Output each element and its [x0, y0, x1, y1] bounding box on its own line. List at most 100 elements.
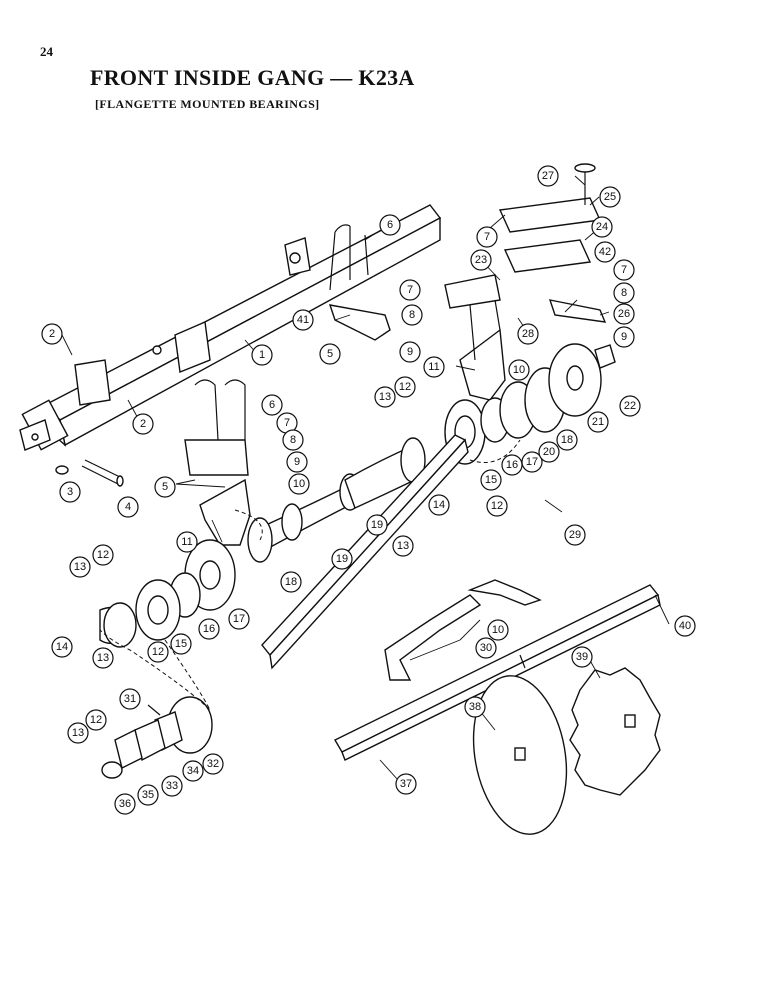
left-hanger-bracket: [184, 379, 251, 546]
svg-text:12: 12: [491, 500, 503, 512]
callout-21: 21: [587, 411, 609, 433]
callout-15b: 15: [170, 633, 192, 655]
callout-13b: 13: [392, 535, 414, 557]
svg-text:2: 2: [140, 418, 146, 430]
callout-9c: 9: [286, 451, 308, 473]
callout-18b: 18: [280, 571, 302, 593]
svg-text:33: 33: [166, 780, 178, 792]
callout-14a: 14: [428, 494, 450, 516]
callout-14b: 14: [51, 636, 73, 658]
svg-text:39: 39: [576, 651, 588, 663]
svg-text:29: 29: [569, 529, 581, 541]
svg-text:12: 12: [90, 714, 102, 726]
callout-12a: 12: [394, 376, 416, 398]
callout-4: 4: [117, 496, 139, 518]
callout-7c: 7: [613, 259, 635, 281]
svg-text:32: 32: [207, 758, 219, 770]
callout-27: 27: [537, 165, 559, 187]
svg-text:6: 6: [269, 399, 275, 411]
callout-24: 24: [591, 216, 613, 238]
svg-text:9: 9: [407, 346, 413, 358]
callout-5a: 5: [319, 343, 341, 365]
callout-6b: 6: [261, 394, 283, 416]
callout-12b: 12: [486, 495, 508, 517]
svg-text:22: 22: [624, 400, 636, 412]
svg-text:7: 7: [484, 231, 490, 243]
svg-text:26: 26: [618, 308, 630, 320]
callout-13e: 13: [67, 722, 89, 744]
callout-12e: 12: [85, 709, 107, 731]
svg-text:12: 12: [97, 549, 109, 561]
callout-10a: 10: [508, 359, 530, 381]
svg-text:17: 17: [233, 613, 245, 625]
callout-34: 34: [182, 760, 204, 782]
svg-text:13: 13: [97, 652, 109, 664]
svg-text:9: 9: [294, 456, 300, 468]
bracket-41: [328, 304, 391, 341]
callout-40: 40: [674, 615, 696, 637]
callout-5b: 5: [154, 476, 176, 498]
svg-text:13: 13: [74, 561, 86, 573]
callout-38: 38: [464, 696, 486, 718]
main-frame-tube: [19, 204, 442, 451]
callout-8b: 8: [613, 282, 635, 304]
callout-31: 31: [119, 688, 141, 710]
svg-text:3: 3: [67, 486, 73, 498]
svg-text:8: 8: [409, 309, 415, 321]
svg-text:13: 13: [379, 391, 391, 403]
svg-text:19: 19: [371, 519, 383, 531]
callout-10b: 10: [288, 473, 310, 495]
svg-text:18: 18: [285, 576, 297, 588]
callout-30: 30: [475, 637, 497, 659]
callout-13a: 13: [374, 386, 396, 408]
u-bolt-upper: [329, 224, 369, 291]
right-bearing-assembly: [444, 343, 616, 465]
page-title: FRONT INSIDE GANG — K23A: [90, 65, 415, 90]
svg-text:30: 30: [480, 642, 492, 654]
callout-36: 36: [114, 793, 136, 815]
svg-text:40: 40: [679, 620, 691, 632]
svg-text:38: 38: [469, 701, 481, 713]
right-hanger-bracket: [444, 274, 506, 401]
callout-28: 28: [517, 323, 539, 345]
page-subtitle: [FLANGETTE MOUNTED BEARINGS]: [95, 97, 320, 111]
svg-text:7: 7: [284, 417, 290, 429]
callout-2a: 2: [41, 323, 63, 345]
svg-text:15: 15: [485, 474, 497, 486]
lower-left-hardware: [101, 696, 213, 779]
svg-text:7: 7: [621, 264, 627, 276]
svg-text:41: 41: [297, 314, 309, 326]
gang-bar: [261, 434, 469, 670]
callout-12d: 12: [147, 641, 169, 663]
callout-11b: 11: [176, 531, 198, 553]
callout-37: 37: [395, 773, 417, 795]
svg-text:12: 12: [399, 381, 411, 393]
callout-9b: 9: [613, 326, 635, 348]
svg-text:9: 9: [621, 331, 627, 343]
callout-6a: 6: [379, 214, 401, 236]
callout-18a: 18: [556, 429, 578, 451]
callout-29: 29: [564, 524, 586, 546]
svg-text:4: 4: [125, 501, 131, 513]
callout-20: 20: [538, 441, 560, 463]
svg-text:15: 15: [175, 638, 187, 650]
svg-text:8: 8: [290, 434, 296, 446]
svg-text:20: 20: [543, 446, 555, 458]
svg-text:17: 17: [526, 456, 538, 468]
callout-26: 26: [613, 303, 635, 325]
svg-text:31: 31: [124, 693, 136, 705]
callout-2b: 2: [132, 413, 154, 435]
callout-7d: 7: [276, 412, 298, 434]
svg-text:13: 13: [72, 727, 84, 739]
callout-32: 32: [202, 753, 224, 775]
callout-7a: 7: [399, 279, 421, 301]
callout-16a: 16: [501, 454, 523, 476]
callout-15a: 15: [480, 469, 502, 491]
svg-text:35: 35: [142, 789, 154, 801]
callout-10c: 10: [487, 619, 509, 641]
callout-13d: 13: [92, 647, 114, 669]
svg-text:25: 25: [604, 191, 616, 203]
callout-11a: 11: [423, 356, 445, 378]
svg-text:16: 16: [203, 623, 215, 635]
